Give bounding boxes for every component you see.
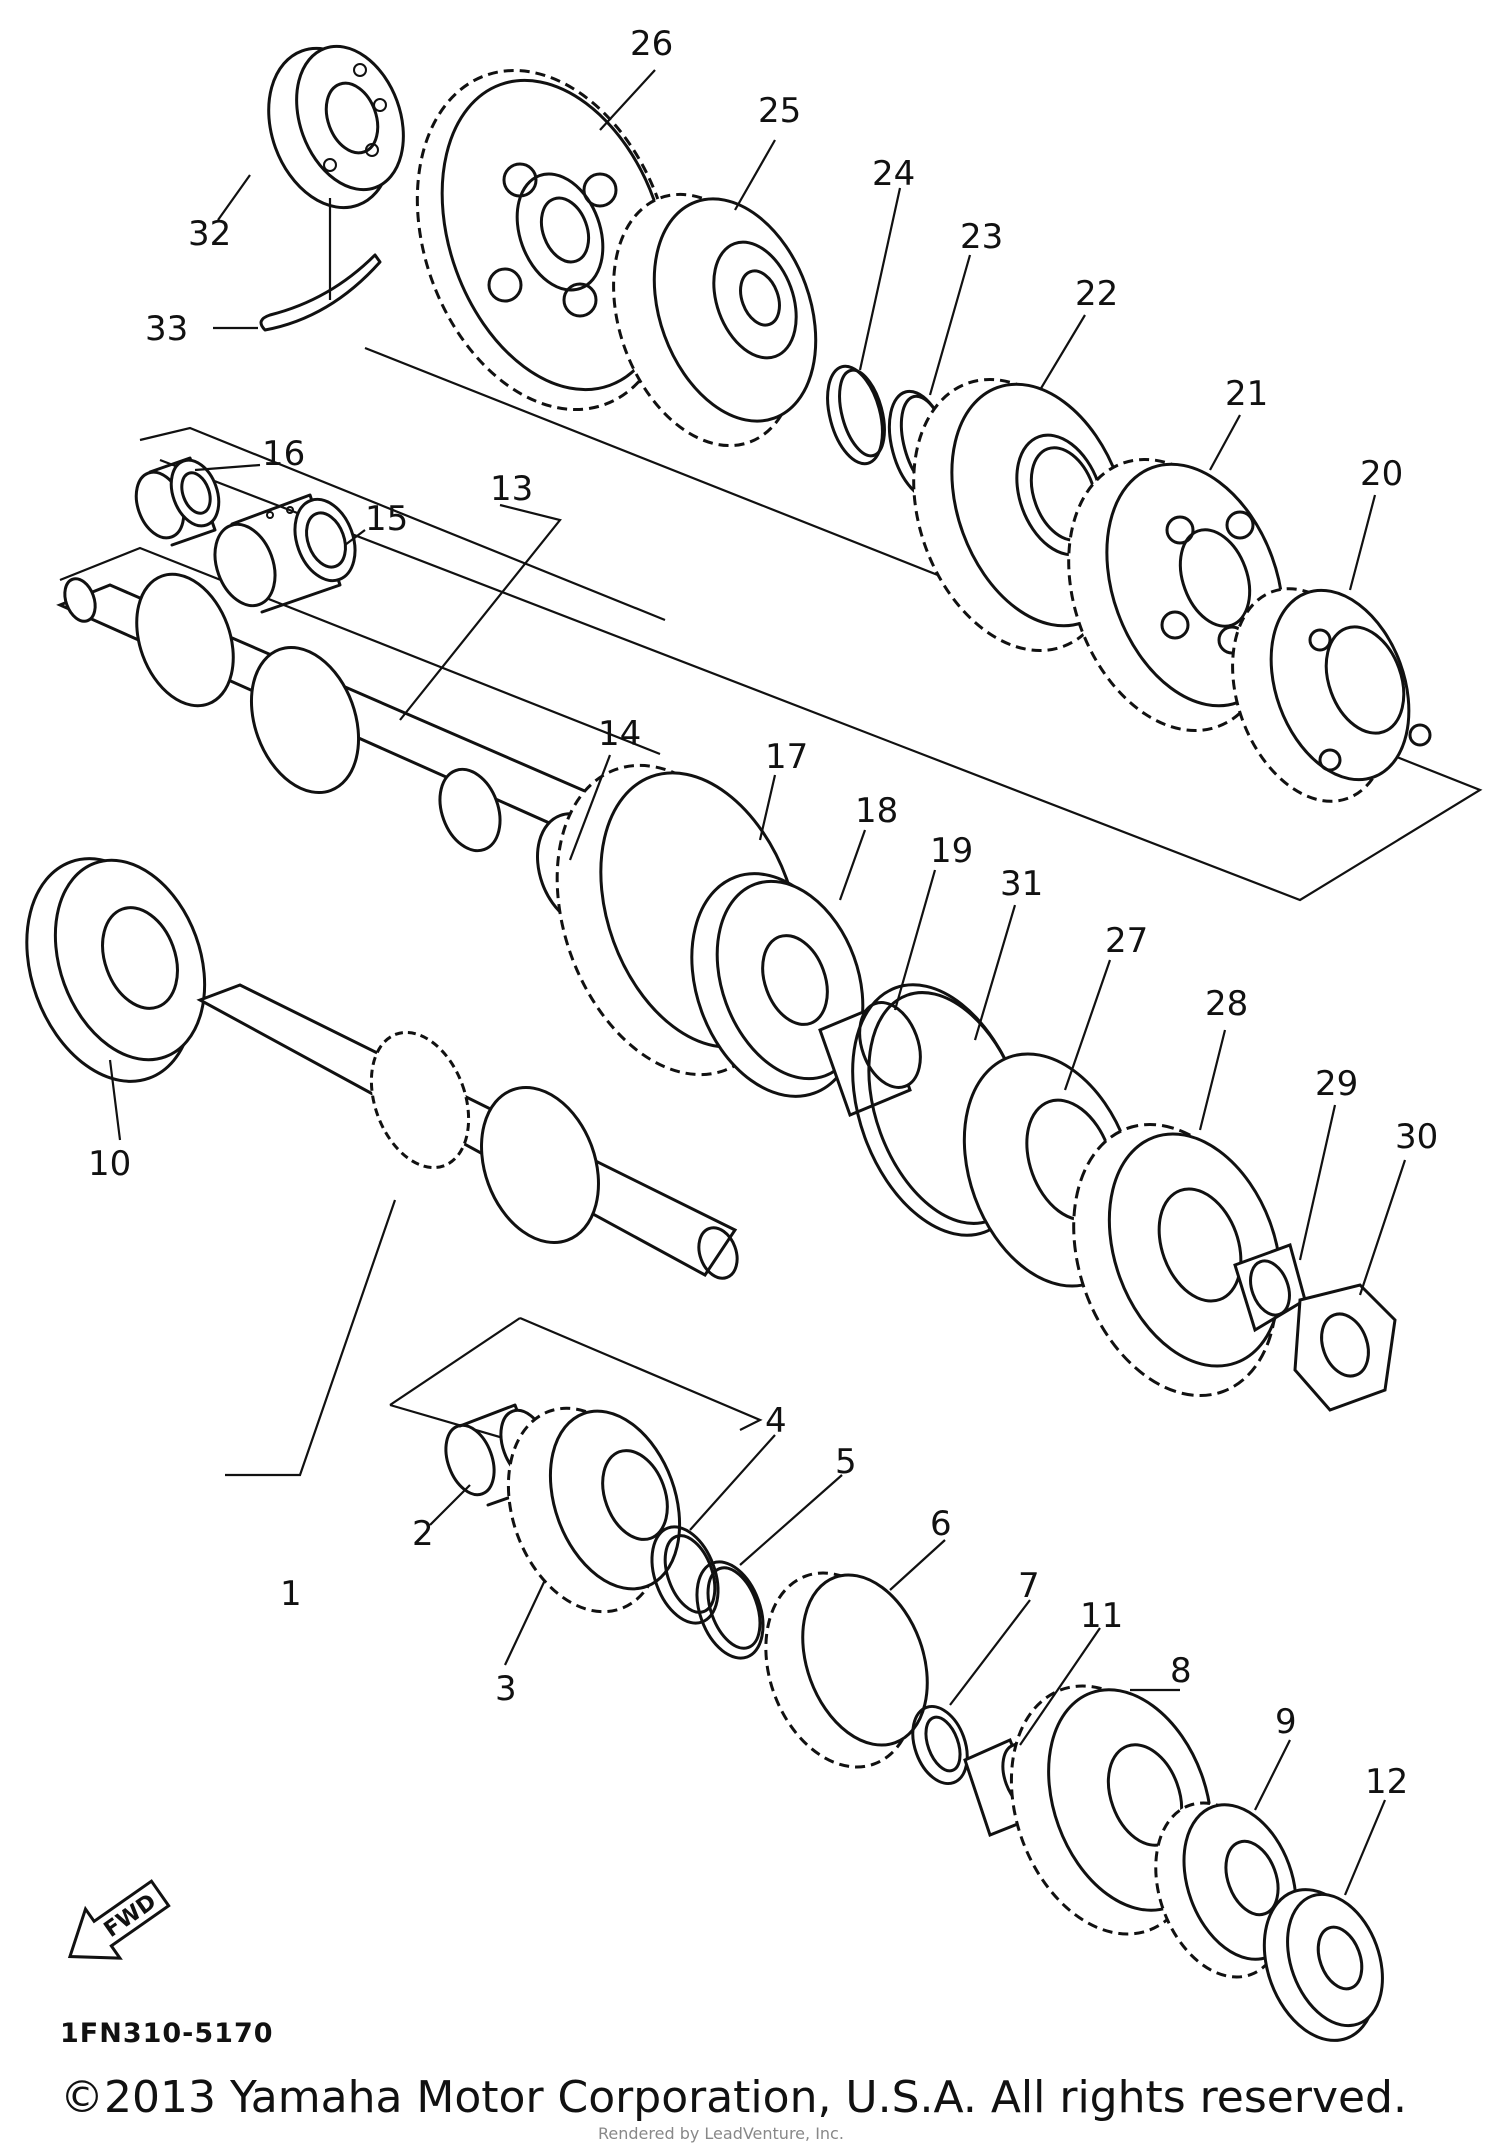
- callout-23: 23: [960, 217, 1003, 257]
- bearing-32: [267, 44, 405, 210]
- callout-2: 2: [412, 1514, 434, 1554]
- callout-29: 29: [1315, 1064, 1358, 1104]
- gear-9: [1154, 1801, 1298, 1979]
- callout-14: 14: [598, 714, 641, 754]
- gear-20: [1231, 587, 1432, 803]
- gear-6: [764, 1571, 929, 1769]
- group-outline-lower: [389, 1316, 763, 1442]
- bushing-15: [213, 493, 357, 614]
- bearing-18: [690, 872, 865, 1098]
- circlip-33: [259, 253, 382, 332]
- callout-3: 3: [495, 1669, 517, 1709]
- ring-24: [826, 364, 886, 466]
- callout-32: 32: [188, 214, 231, 254]
- drive-axle-1: [196, 983, 739, 1280]
- forward-arrow-icon: FWD: [67, 1879, 171, 1960]
- callout-27: 27: [1105, 921, 1148, 961]
- callout-33: 33: [145, 309, 188, 349]
- callout-21: 21: [1225, 374, 1268, 414]
- bearing-12: [1262, 1888, 1384, 2042]
- callout-17: 17: [765, 737, 808, 777]
- copyright-notice: ©2013 Yamaha Motor Corporation, U.S.A. A…: [60, 2072, 1407, 2123]
- callout-11: 11: [1080, 1596, 1123, 1636]
- group-outline-main-axle: [59, 426, 666, 756]
- callout-10: 10: [88, 1144, 131, 1184]
- callout-5: 5: [835, 1442, 857, 1482]
- callout-6: 6: [930, 1504, 952, 1544]
- callout-13: 13: [490, 469, 533, 509]
- leader-lines: [108, 69, 1407, 1896]
- callout-26: 26: [630, 24, 673, 64]
- callout-28: 28: [1205, 984, 1248, 1024]
- watermark: Rendered by LeadVenture, Inc.: [598, 2124, 844, 2143]
- callout-16: 16: [262, 434, 305, 474]
- callout-24: 24: [872, 154, 915, 194]
- callout-19: 19: [930, 831, 973, 871]
- collar-16: [134, 456, 221, 547]
- callout-15: 15: [365, 499, 408, 539]
- collar-19: [818, 1001, 922, 1117]
- callout-12: 12: [1365, 1762, 1408, 1802]
- callout-22: 22: [1075, 274, 1118, 314]
- callout-8: 8: [1170, 1651, 1192, 1691]
- callout-9: 9: [1275, 1702, 1297, 1742]
- callout-20: 20: [1360, 454, 1403, 494]
- callout-1: 1: [280, 1574, 302, 1614]
- gear-3: [506, 1406, 682, 1614]
- gear-25: [612, 192, 818, 448]
- callout-18: 18: [855, 791, 898, 831]
- lock-washer-29: [1233, 1243, 1307, 1333]
- diagram-code: 1FN310-5170: [60, 2018, 274, 2049]
- callout-25: 25: [758, 91, 801, 131]
- callout-30: 30: [1395, 1117, 1438, 1157]
- group-outline-upper-shaft: [159, 346, 1483, 902]
- bearing-10: [25, 857, 207, 1083]
- callout-31: 31: [1000, 864, 1043, 904]
- gear-26: [415, 69, 675, 411]
- callout-4: 4: [765, 1401, 787, 1441]
- washer-7: [911, 1704, 969, 1786]
- circlip-5: [695, 1560, 765, 1660]
- nut-30: [1293, 1283, 1397, 1412]
- sprocket-28: [1072, 1122, 1283, 1398]
- callout-labels: 1 2 3 4 5 6 7 8 9 10 11 12 13 14 15 16 1…: [88, 24, 1438, 1802]
- callout-7: 7: [1018, 1566, 1040, 1606]
